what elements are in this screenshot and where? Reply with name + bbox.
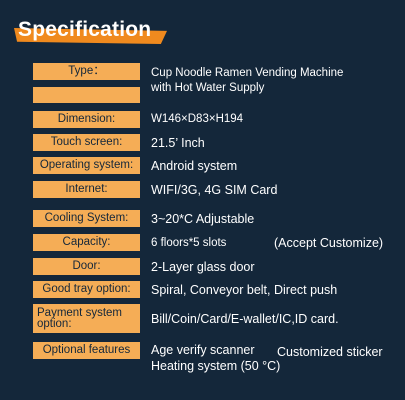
label-type-blank xyxy=(33,87,140,103)
label-door: Door: xyxy=(33,258,140,275)
label-payment-system-option: Payment system option: xyxy=(33,304,140,333)
value-capacity-note: (Accept Customize) xyxy=(274,236,384,250)
value-payment-system-option: Bill/Coin/Card/E-wallet/IC,ID card. xyxy=(151,312,339,326)
value-dimension: W146×D83×H194 xyxy=(151,113,244,125)
page-title: Specification xyxy=(18,18,152,41)
label-type: Type： xyxy=(33,63,140,80)
value-optional-feature-3: Heating system (50 °C) xyxy=(151,359,281,373)
label-dimension: Dimension: xyxy=(33,111,140,128)
label-operating-system: Operating system: xyxy=(33,157,140,174)
label-cooling-system: Cooling System: xyxy=(33,210,140,227)
label-capacity: Capacity: xyxy=(33,234,140,251)
label-good-tray-option: Good tray option: xyxy=(33,281,140,298)
value-internet: WIFI/3G, 4G SIM Card xyxy=(151,183,278,197)
value-touch-screen: 21.5’ Inch xyxy=(151,136,205,150)
value-good-tray-option: Spiral, Conveyor belt, Direct push xyxy=(151,283,338,297)
value-type-line2: with Hot Water Supply xyxy=(151,82,265,94)
value-type-line1: Cup Noodle Ramen Vending Machine xyxy=(151,67,344,79)
value-door: 2-Layer glass door xyxy=(151,260,255,274)
value-operating-system: Android system xyxy=(151,159,238,173)
label-touch-screen: Touch screen: xyxy=(33,134,140,151)
value-cooling-system: 3~20*C Adjustable xyxy=(151,212,255,226)
label-optional-features: Optional features xyxy=(33,342,140,359)
title-underline-brush xyxy=(14,28,167,44)
title-block: Specification xyxy=(14,18,174,50)
label-internet: Internet: xyxy=(33,181,140,198)
value-optional-feature-1: Age verify scanner xyxy=(151,343,255,357)
value-capacity: 6 floors*5 slots xyxy=(151,237,227,249)
value-optional-feature-2: Customized sticker xyxy=(277,345,383,359)
